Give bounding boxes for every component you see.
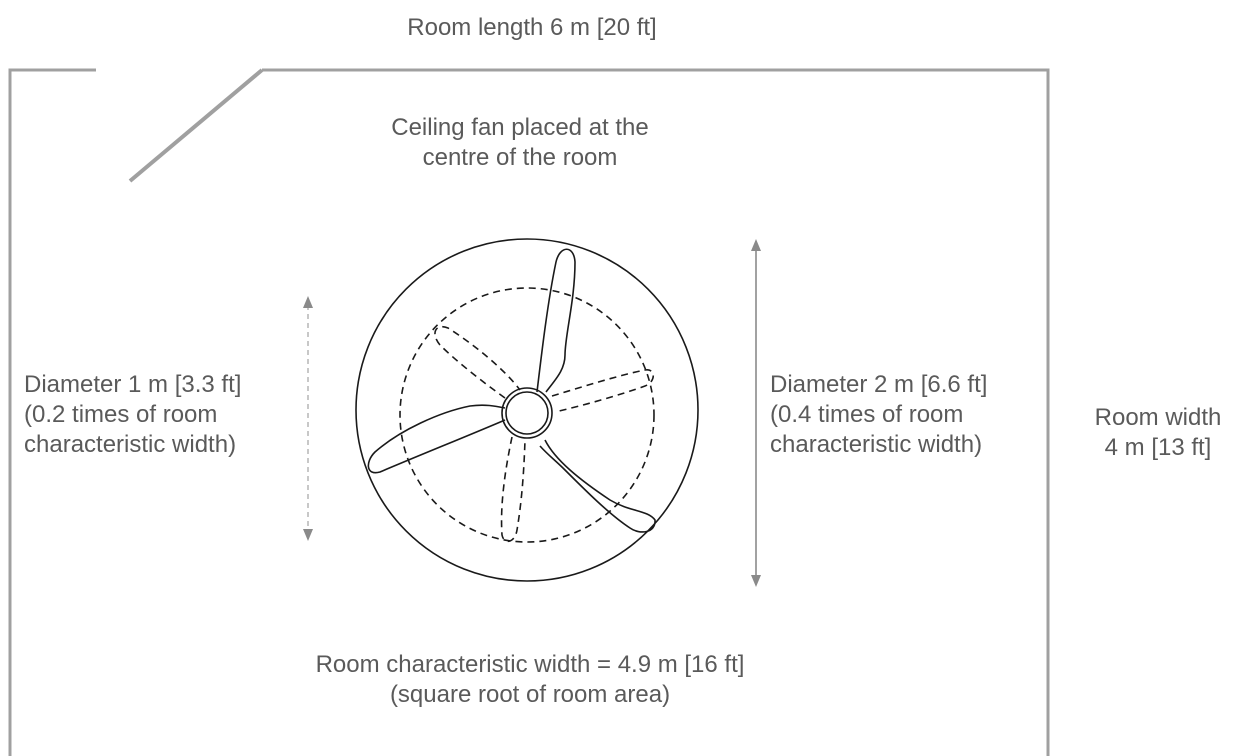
large-diameter-line-2: (0.4 times of room — [770, 401, 964, 428]
room-length-label: Room length 6 m [20 ft] — [407, 14, 657, 41]
small-diameter-arrow — [303, 296, 313, 541]
small-diameter-circle — [399, 287, 655, 543]
fan-note-line-1: Ceiling fan placed at the — [391, 114, 649, 141]
characteristic-width-label: Room characteristic width = 4.9 m [16 ft… — [270, 650, 790, 710]
characteristic-width-line-1: Room characteristic width = 4.9 m [16 ft… — [315, 651, 745, 678]
room-width-line-1: Room width — [1094, 404, 1222, 431]
fan-placement-note: Ceiling fan placed at the centre of the … — [340, 113, 700, 173]
room-walls-right — [262, 68, 1050, 756]
large-diameter-line-1: Diameter 2 m [6.6 ft] — [770, 371, 988, 398]
characteristic-width-line-2: (square root of room area) — [389, 681, 671, 708]
large-diameter-arrow — [751, 239, 761, 587]
fan-note-line-2: centre of the room — [422, 144, 618, 171]
door-swing — [128, 68, 264, 183]
small-diameter-line-3: characteristic width) — [24, 431, 237, 458]
fan-hub — [501, 387, 553, 439]
small-diameter-line-2: (0.2 times of room — [24, 401, 218, 428]
large-diameter-label: Diameter 2 m [6.6 ft] (0.4 times of room… — [770, 370, 987, 460]
room-width-line-2: 4 m [13 ft] — [1104, 434, 1212, 461]
room-width-label: Room width 4 m [13 ft] — [1078, 403, 1238, 463]
room-walls — [8, 68, 96, 756]
large-diameter-circle — [355, 238, 699, 582]
fan-hub-inner — [505, 391, 549, 435]
ghost-blades — [434, 326, 655, 543]
small-diameter-line-1: Diameter 1 m [3.3 ft] — [24, 371, 242, 398]
large-diameter-line-3: characteristic width) — [770, 431, 983, 458]
small-diameter-label: Diameter 1 m [3.3 ft] (0.2 times of room… — [24, 370, 241, 460]
ceiling-fan — [355, 238, 699, 582]
fan-blades — [367, 248, 656, 533]
